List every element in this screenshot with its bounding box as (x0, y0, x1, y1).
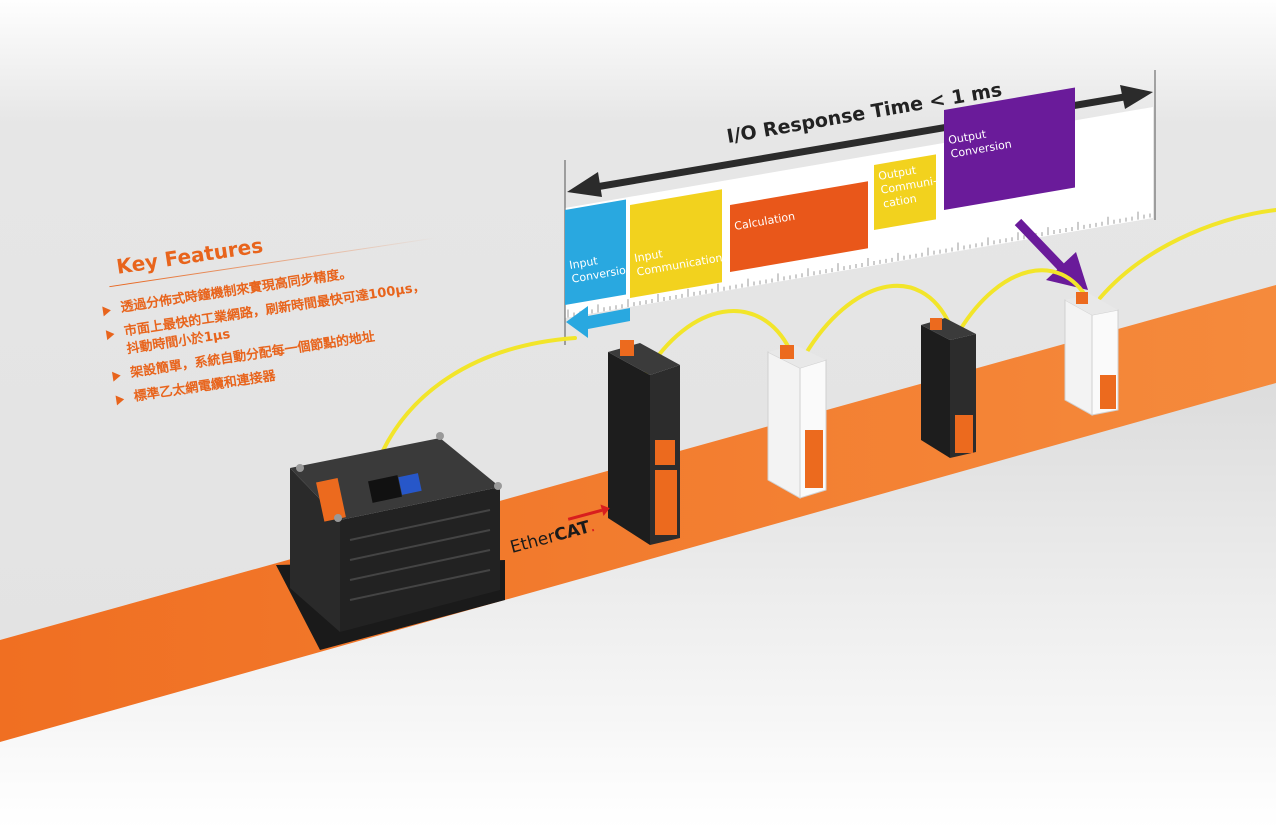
timeline-segment-label-line: cation (882, 192, 918, 211)
io-module-4 (1064, 292, 1119, 416)
controller-device (276, 432, 505, 650)
output-arrow-icon (1014, 218, 1088, 290)
io-module-3 (921, 318, 976, 458)
input-arrow-icon (566, 306, 630, 338)
timeline-segment-label-line: Input (568, 254, 599, 272)
bullet-triangle-icon (102, 305, 112, 317)
timeline-segment (565, 199, 626, 305)
ethernet-cables (370, 208, 1276, 480)
timeline-segment (630, 189, 722, 298)
io-module-2 (767, 345, 827, 499)
io-module-1 (608, 340, 680, 545)
ethercat-logo-arrow-icon (567, 508, 603, 521)
timeline-segment (730, 181, 868, 272)
timeline-segment (874, 154, 936, 230)
ethercat-logo-mark: . (587, 516, 597, 537)
bullet-triangle-icon (115, 394, 125, 406)
bullet-triangle-icon (105, 329, 116, 341)
timeline-segments: InputConversionInputCommunicationCalcula… (565, 87, 1075, 305)
timeline-segment-label-line: Input (633, 247, 664, 265)
timeline-segment (944, 87, 1075, 210)
bullet-triangle-icon (111, 370, 122, 382)
